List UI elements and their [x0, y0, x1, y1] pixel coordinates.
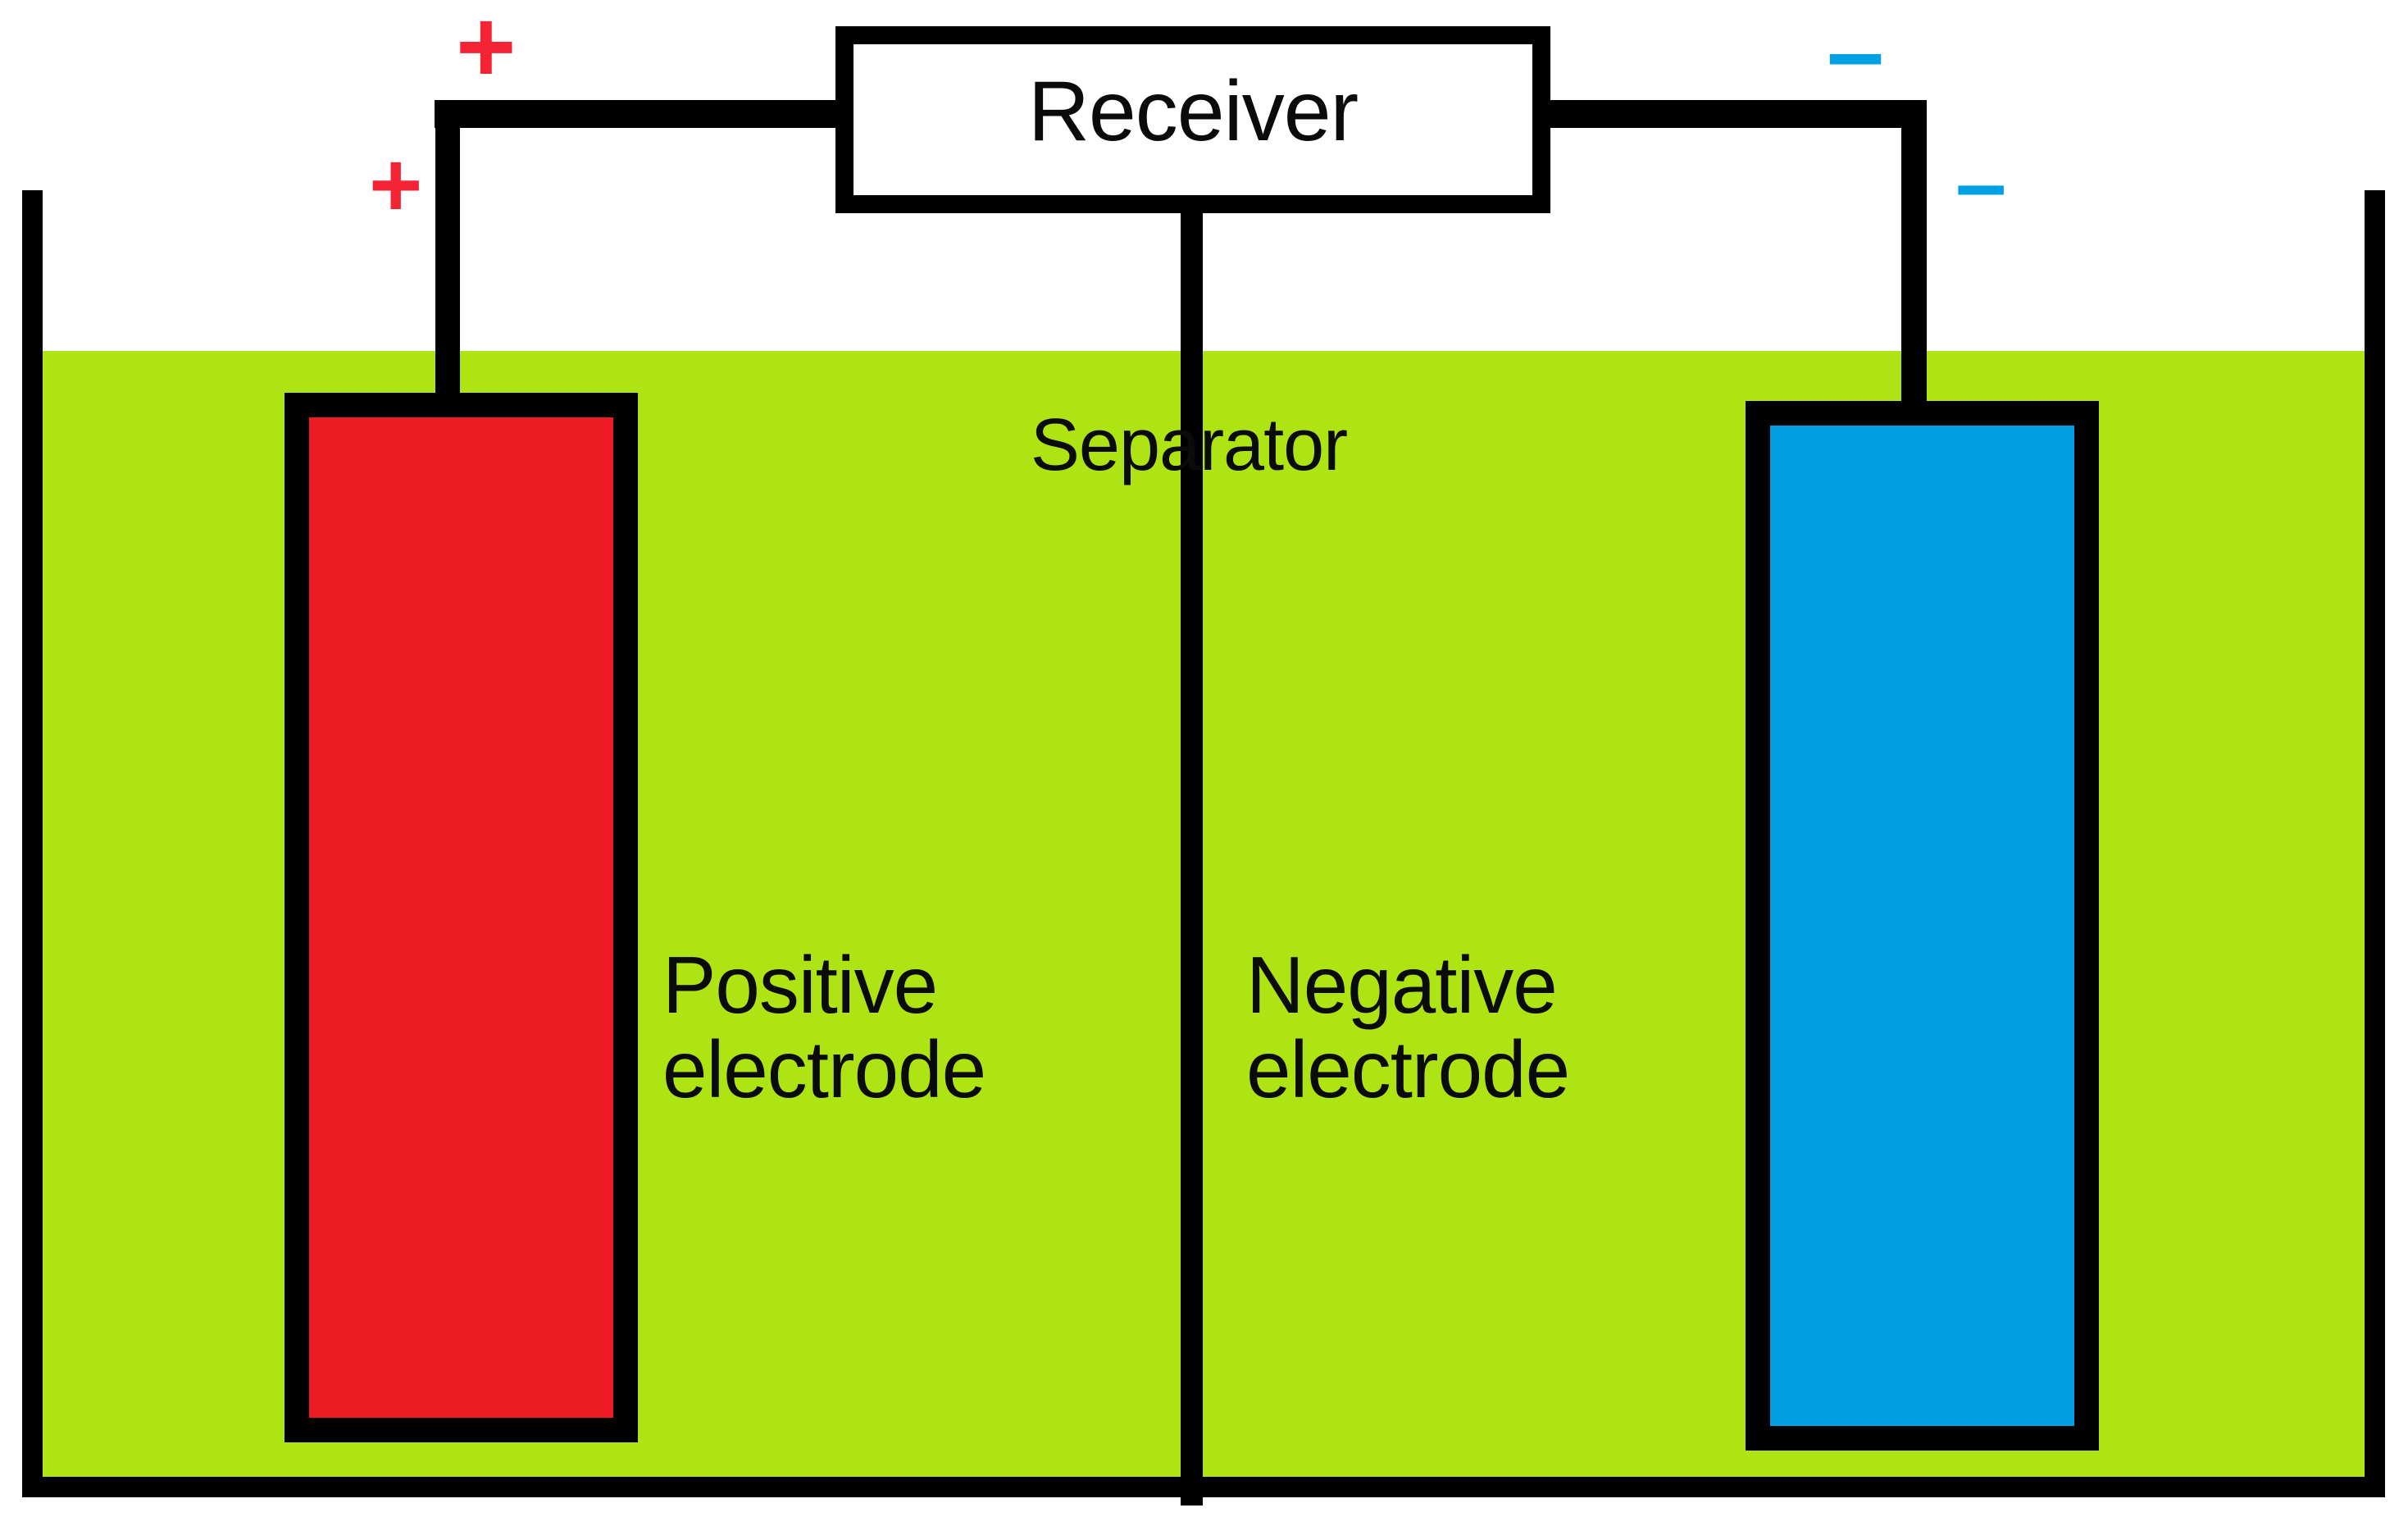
- positive-electrode-label: Positive electrode: [662, 940, 986, 1114]
- receiver-box: Receiver: [835, 26, 1550, 213]
- negative-electrode-fill: [1770, 426, 2074, 1426]
- separator-line: [1181, 115, 1203, 1506]
- cell-wall-right: [2365, 190, 2385, 1497]
- plus-sign-lower: +: [369, 134, 423, 236]
- negative-electrode: [1746, 401, 2099, 1451]
- plus-sign-top: +: [456, 0, 517, 104]
- minus-sign-top: –: [1827, 0, 1885, 109]
- wire-receiver-to-negative: [1541, 100, 1927, 128]
- wire-negative-lead: [1901, 100, 1927, 420]
- positive-electrode: [284, 393, 638, 1442]
- positive-electrode-fill: [309, 417, 613, 1418]
- separator-label: Separator: [1030, 404, 1348, 486]
- cell-wall-bottom: [22, 1477, 2385, 1497]
- minus-sign-lower: –: [1955, 132, 2007, 235]
- receiver-label: Receiver: [1027, 64, 1359, 159]
- cell-wall-left: [22, 190, 43, 1497]
- wire-positive-lead: [435, 100, 460, 408]
- negative-electrode-label: Negative electrode: [1246, 940, 1570, 1114]
- wire-positive-to-receiver: [435, 100, 844, 128]
